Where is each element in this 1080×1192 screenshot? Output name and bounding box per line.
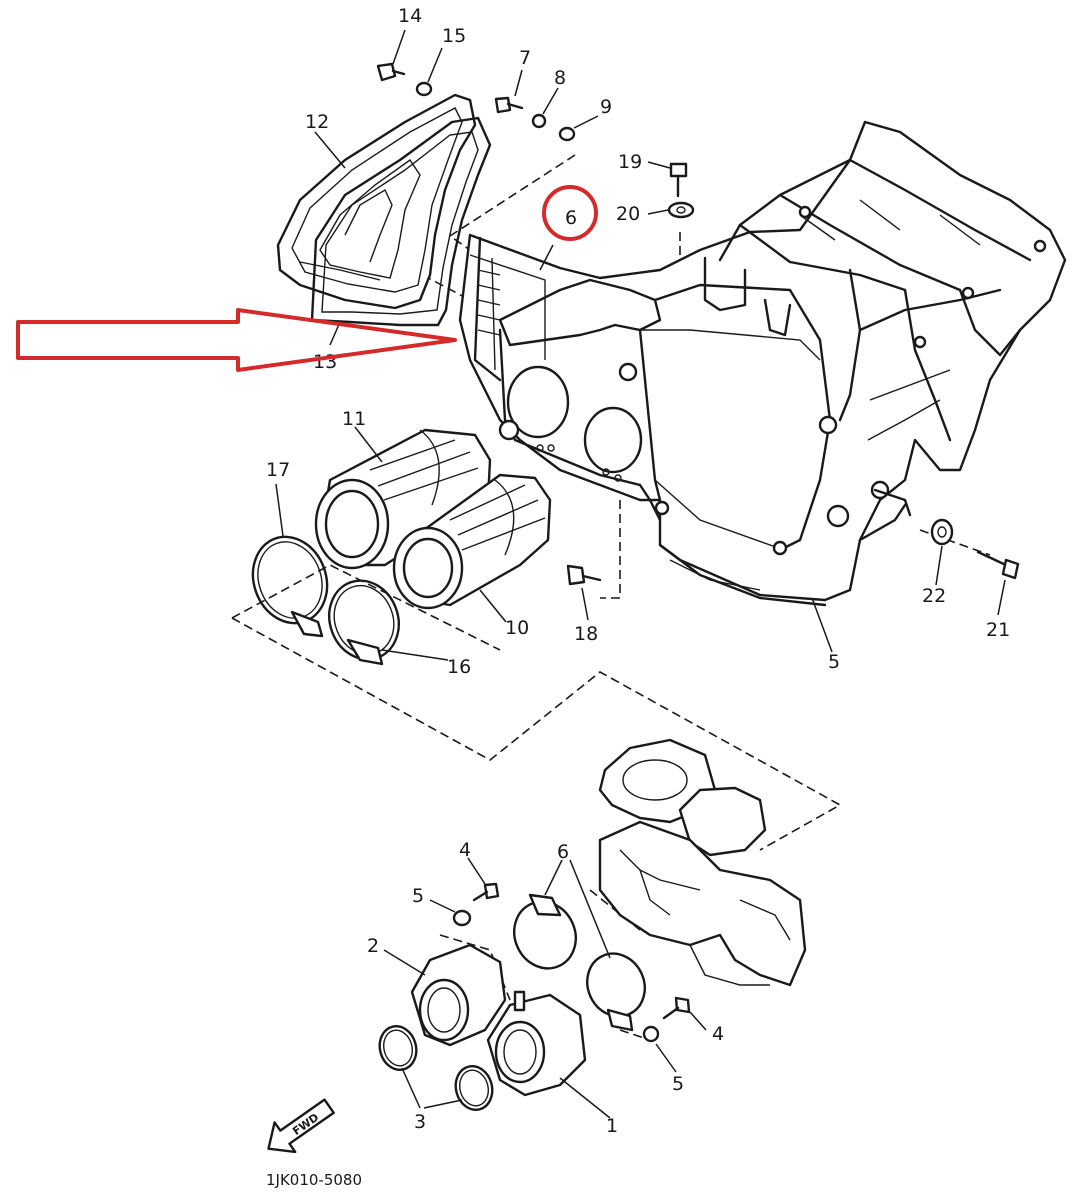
callout-10: 8 bbox=[554, 67, 566, 89]
intake-joint-13 bbox=[314, 428, 492, 570]
callout-19: 17 bbox=[266, 459, 290, 481]
callout-23: 21 bbox=[986, 619, 1010, 641]
air-box-housing bbox=[458, 120, 1067, 607]
callout-11: 9 bbox=[600, 96, 612, 118]
hose-clamp-19 bbox=[251, 535, 329, 638]
air-filter-cover bbox=[276, 93, 477, 310]
highlight-arrow bbox=[16, 308, 457, 372]
callout-17: 15 bbox=[442, 25, 466, 47]
fasteners-upper bbox=[376, 62, 1020, 586]
callout-14: 12 bbox=[305, 111, 329, 133]
hose-clamp-18 bbox=[328, 579, 400, 666]
highlight-annotations bbox=[16, 185, 598, 372]
callout-16: 14 bbox=[398, 5, 422, 27]
callout-4-lower: 4 bbox=[712, 1023, 724, 1045]
callout-8: 6 bbox=[565, 207, 577, 229]
callout-3: 3 bbox=[414, 1111, 426, 1133]
callout-22: 20 bbox=[616, 203, 640, 225]
part-code: 1JK010-5080 bbox=[266, 1171, 362, 1189]
callout-4-upper: 4 bbox=[459, 839, 471, 861]
forward-direction-arrow: FWD bbox=[267, 1098, 335, 1154]
callout-15: 13 bbox=[313, 351, 337, 373]
highlight-circle bbox=[542, 185, 598, 241]
o-ring-3 bbox=[378, 1025, 494, 1111]
air-filter-element bbox=[310, 116, 492, 327]
intake-joint-12 bbox=[392, 473, 552, 610]
callout-20: 18 bbox=[574, 623, 598, 645]
callout-12: 10 bbox=[505, 617, 529, 639]
carburetor-joint-1 bbox=[486, 990, 587, 1097]
callout-2: 2 bbox=[367, 935, 379, 957]
callout-9: 7 bbox=[519, 47, 531, 69]
carburetor-joint-2 bbox=[410, 943, 507, 1047]
callout-labels: 14 15 7 8 9 19 20 12 13 6 11 17 10 16 18… bbox=[266, 5, 1010, 1137]
callout-7: 5 bbox=[828, 651, 840, 673]
callout-5-lower-main: 5 bbox=[672, 1073, 684, 1095]
callout-18: 16 bbox=[447, 656, 471, 678]
carburetor-assembly bbox=[598, 738, 807, 987]
callout-1: 1 bbox=[606, 1115, 618, 1137]
callout-6-main: 6 bbox=[557, 841, 569, 863]
callout-24: 22 bbox=[922, 585, 946, 607]
callout-leaders bbox=[275, 29, 1006, 1119]
callout-21: 19 bbox=[618, 151, 642, 173]
callout-13: 11 bbox=[342, 408, 366, 430]
hose-clamp-6 bbox=[513, 893, 646, 1032]
callout-5-upper: 5 bbox=[412, 885, 424, 907]
fasteners-lower bbox=[452, 882, 691, 1043]
